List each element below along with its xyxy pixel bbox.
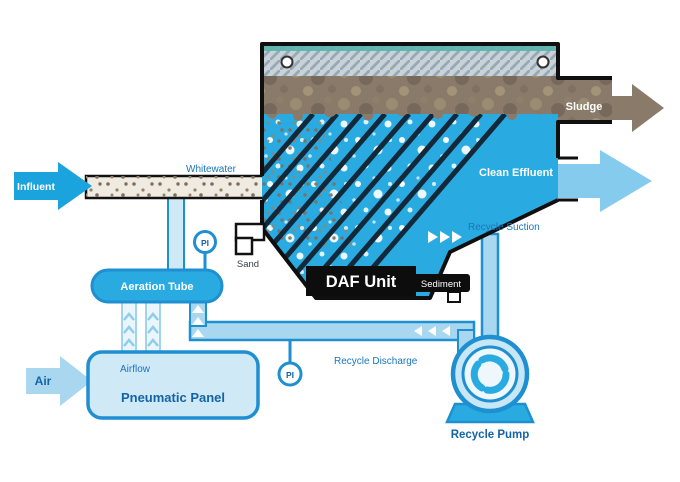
clean-effluent-label: Clean Effluent [479,167,553,179]
riser-flow-up-arrow-icons [192,305,204,337]
airflow-pipes [121,299,161,355]
aeration-tube-label: Aeration Tube [120,281,193,293]
sediment-label: Sediment [421,279,461,290]
discharge-flow-left-arrow-icons [414,326,450,336]
pneumatic-panel-label: Pneumatic Panel [121,390,225,405]
piping [121,193,500,364]
aeration-tube: Aeration Tube [90,268,224,304]
sludge-arrow [612,84,664,132]
sludge-layer [262,76,612,120]
influent-label: Influent [17,181,55,193]
gauge-bottom-label: PI [286,370,294,380]
pneumatic-panel: Airflow Pneumatic Panel [86,350,260,420]
recycle-pump: Recycle Pump [445,334,535,441]
pressure-gauge-top: PI [193,230,217,254]
vent-port-left-icon [280,55,294,69]
air-label: Air [35,374,52,388]
sand-label: Sand [237,259,259,270]
vent-port-right-icon [536,55,550,69]
sludge-blobs [266,114,545,121]
gauge-top-label: PI [201,238,209,248]
whitewater-riser-pipe [167,193,185,275]
sediment-spout [447,291,461,303]
whitewater-pipe [84,174,266,200]
recycle-pump-label: Recycle Pump [451,429,530,441]
recycle-suction-label: Recycle Suction [468,222,540,233]
air-arrow: Air [26,356,92,406]
pressure-gauge-bottom: PI [277,361,303,387]
sediment-tag: Sediment [412,274,470,303]
sand-spout [234,222,266,256]
suction-flow-right-arrow-icons [428,231,462,243]
airflow-up-chevron-icons [123,312,159,347]
sludge-label: Sludge [566,101,603,113]
influent-arrow: Influent [14,162,92,210]
recycle-discharge-label: Recycle Discharge [334,356,418,367]
effluent-outlet-edges [558,156,578,202]
water-level-line [262,46,558,51]
daf-unit-label: DAF Unit [326,273,397,291]
daf-tank: Sludge [234,42,664,300]
whitewater-label: Whitewater [186,164,237,175]
recycle-suction-pipe [480,232,500,342]
clean-effluent-arrow [558,150,652,212]
airflow-label: Airflow [120,364,151,375]
pump-impeller-swirl-icon [470,354,510,394]
daf-unit-nameplate: DAF Unit [306,266,416,296]
